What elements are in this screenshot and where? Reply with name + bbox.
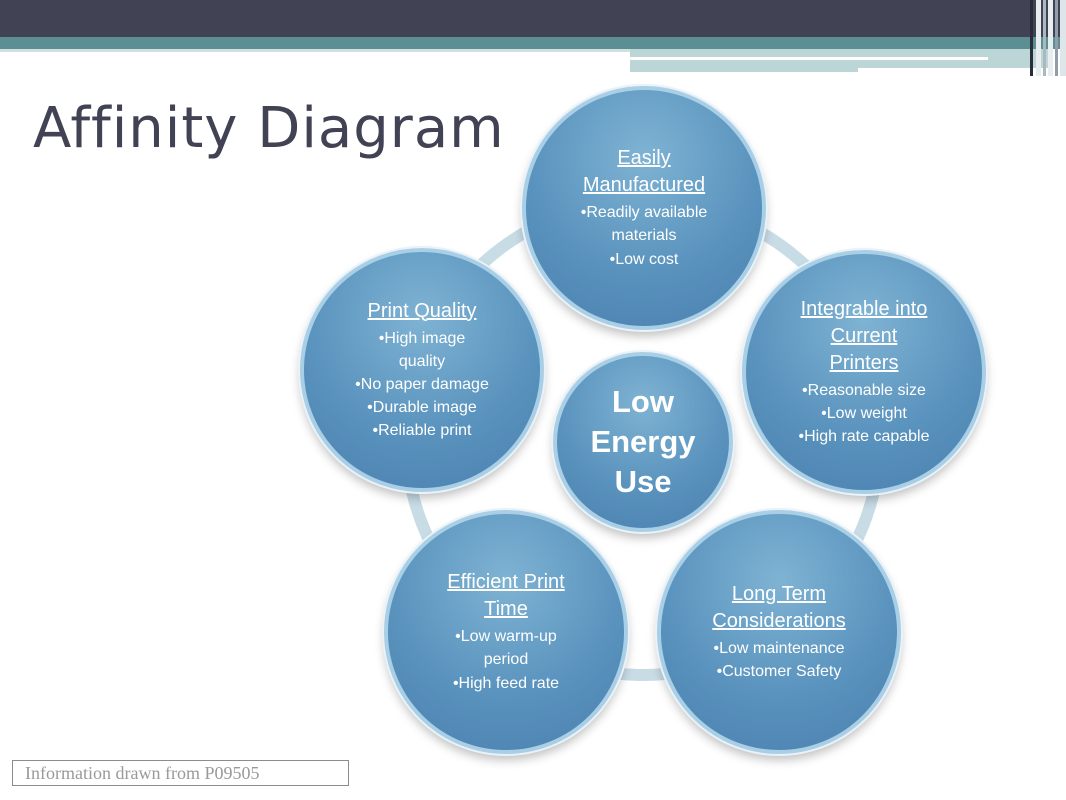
node-title-line: Long Term <box>731 582 827 605</box>
node-title: Efficient Print Time <box>447 569 564 623</box>
node-bullet: •Low warm-up <box>455 628 557 646</box>
node-title-line: Manufactured <box>582 174 706 197</box>
header-divider-line <box>858 68 1050 72</box>
node-bullet: •Reliable print <box>372 422 472 440</box>
source-note: Information drawn from P09505 <box>12 760 349 786</box>
node-bullet: •Customer Safety <box>716 663 842 680</box>
header-stripe <box>1060 0 1066 76</box>
header-stripe <box>1043 0 1046 76</box>
node-print-quality: Print Quality •High image quality •No pa… <box>300 248 544 492</box>
node-title: Long Term Considerations <box>712 581 845 635</box>
node-title: Easily Manufactured <box>583 145 705 199</box>
node-title: Integrable into Current Printers <box>801 296 928 377</box>
node-bullet: •Low maintenance <box>713 639 845 657</box>
header-stripe <box>1055 0 1058 76</box>
node-title-line: Easily <box>617 147 671 170</box>
node-bullet: •Durable image <box>367 399 477 417</box>
node-bullet: quality <box>398 352 446 370</box>
node-bullet: •No paper damage <box>355 375 489 393</box>
node-title: Print Quality <box>368 298 477 325</box>
node-bullet: •High feed rate <box>452 674 560 692</box>
node-bullet: •High rate capable <box>798 428 930 446</box>
node-title-line: Integrable into <box>800 297 928 320</box>
node-center: Low Energy Use <box>553 352 733 532</box>
header-stripe <box>1048 0 1053 76</box>
node-bullet: •Low weight <box>821 404 907 422</box>
header-divider-line <box>630 57 988 60</box>
node-efficient-print-time: Efficient Print Time •Low warm-up period… <box>384 510 628 754</box>
node-title-line: Considerations <box>712 609 846 632</box>
center-label-line: Energy <box>590 423 696 459</box>
header-stripe <box>1036 0 1041 76</box>
node-title-line: Print Quality <box>367 299 477 322</box>
node-bullet: •Reasonable size <box>802 381 926 399</box>
node-title-line: Time <box>484 598 528 621</box>
node-bullet: period <box>483 651 529 669</box>
node-bullet: •High image <box>378 329 466 347</box>
slide-title: Affinity Diagram <box>33 96 505 161</box>
node-title-line: Efficient Print <box>447 571 565 594</box>
header-stripe <box>1030 0 1033 76</box>
node-easily-manufactured: Easily Manufactured •Readily available m… <box>522 86 766 330</box>
node-title-line: Current <box>830 324 898 347</box>
center-label-line: Low <box>612 383 674 419</box>
node-long-term: Long Term Considerations •Low maintenanc… <box>657 510 901 754</box>
node-integrable: Integrable into Current Printers •Reason… <box>742 250 986 494</box>
header-accent-line <box>0 49 630 52</box>
node-bullet: •Low cost <box>609 250 679 268</box>
header-accent-band <box>0 37 1066 49</box>
header-accent-block <box>630 49 1050 72</box>
node-bullet: materials <box>611 227 677 245</box>
node-bullet: •Readily available <box>580 204 708 222</box>
header-bar <box>0 0 1066 37</box>
center-label-line: Use <box>614 464 672 500</box>
node-title-line: Printers <box>829 351 899 374</box>
